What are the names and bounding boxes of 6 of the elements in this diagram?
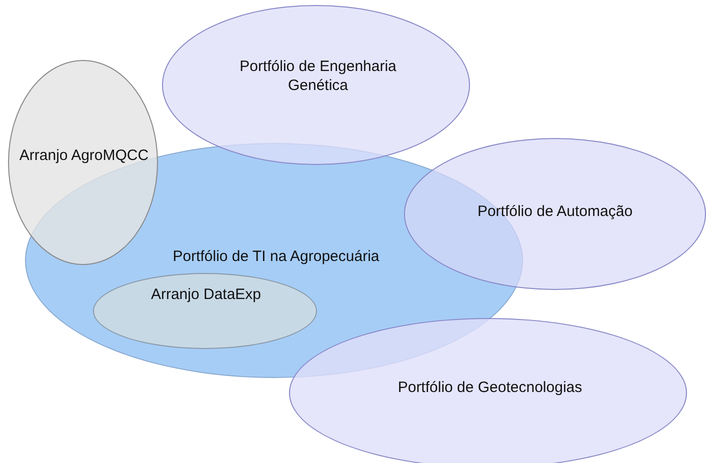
ellipse-label: Portfólio de TI na Agropecuária: [172, 248, 380, 267]
ellipse-label: Arranjo AgroMQCC: [19, 147, 149, 166]
ellipse-label: Portfólio de Automação: [476, 203, 634, 222]
ellipse-label: Arranjo DataExp: [150, 286, 262, 305]
ellipse-label: Portfólio de Engenharia Genética: [238, 58, 398, 96]
ellipse-label: Portfólio de Geotecnologias: [396, 379, 584, 398]
